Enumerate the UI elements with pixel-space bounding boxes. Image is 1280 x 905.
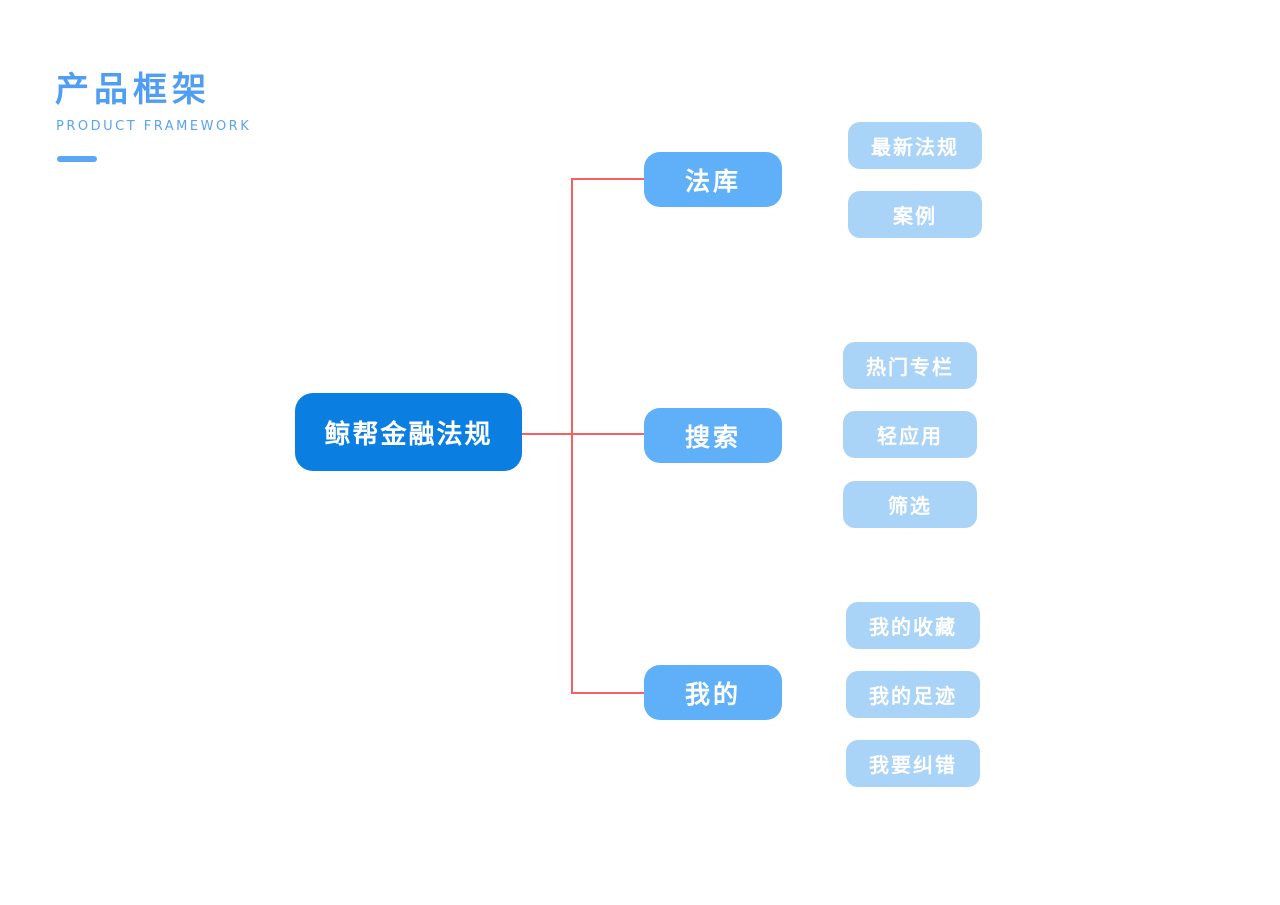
branch-node-search: 搜索: [644, 408, 782, 463]
connector-root-horizontal: [522, 433, 644, 435]
leaf-node-cases: 案例: [848, 191, 982, 238]
leaf-node-filter: 筛选: [843, 481, 977, 528]
title-accent-bar: [57, 156, 97, 162]
page-subtitle: PRODUCT FRAMEWORK: [56, 119, 252, 134]
leaf-node-error-correction: 我要纠错: [846, 740, 980, 787]
branch-node-mine: 我的: [644, 665, 782, 720]
leaf-node-my-footprints: 我的足迹: [846, 671, 980, 718]
root-node: 鲸帮金融法规: [295, 393, 522, 471]
branch-node-law-library: 法库: [644, 152, 782, 207]
page-title: 产品框架: [55, 70, 211, 110]
leaf-node-latest-regulations: 最新法规: [848, 122, 982, 169]
connector-top-branch: [571, 178, 644, 180]
leaf-node-light-app: 轻应用: [843, 411, 977, 458]
connector-bottom-branch: [571, 692, 644, 694]
leaf-node-hot-columns: 热门专栏: [843, 342, 977, 389]
connector-vertical-trunk: [571, 178, 573, 694]
leaf-node-my-favorites: 我的收藏: [846, 602, 980, 649]
